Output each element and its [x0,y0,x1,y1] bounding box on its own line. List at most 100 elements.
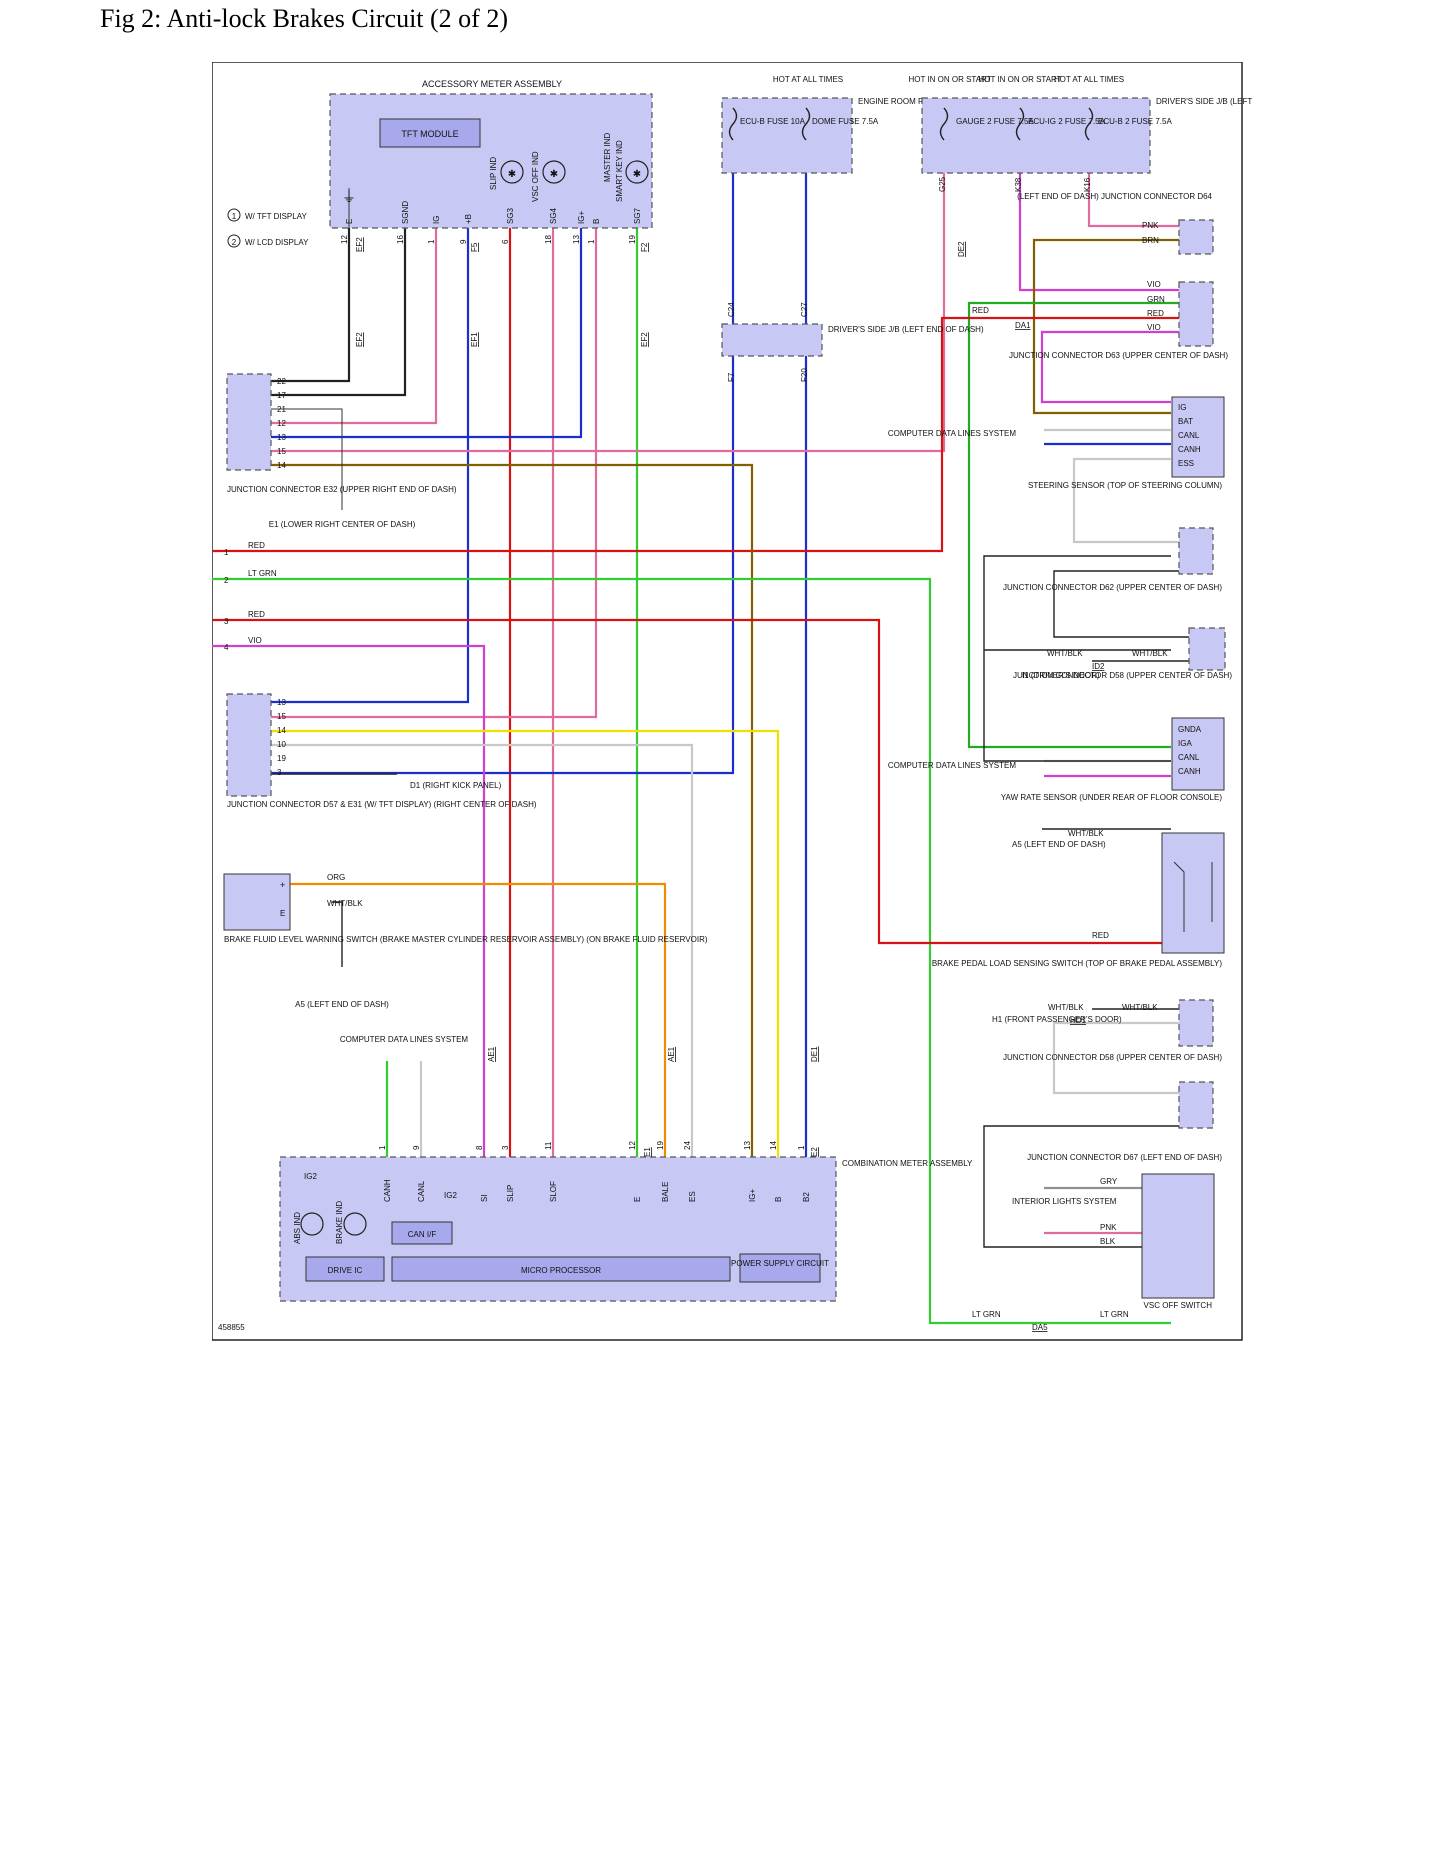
jc-d58: JUNCTION CONNECTOR D58 (UPPER CENTER OF … [1013,627,1232,680]
cm-pin-B2: B2 [802,1192,811,1202]
svg-text:STEERING SENSOR (TOP OF STEERI: STEERING SENSOR (TOP OF STEERING COLUMN) [1028,481,1222,490]
meter-pin-SG3: SG3 [506,207,515,224]
cm-connector-pin: 3 [501,1145,510,1150]
svg-text:F7: F7 [727,372,736,382]
svg-text:1: 1 [232,212,237,221]
svg-text:E1 (LOWER RIGHT CENTER OF DASH: E1 (LOWER RIGHT CENTER OF DASH) [269,520,416,529]
svg-text:HOT AT ALL TIMES: HOT AT ALL TIMES [1054,75,1124,84]
svg-text:A5 (LEFT END OF DASH): A5 (LEFT END OF DASH) [1012,840,1106,849]
svg-text:BRAKE FLUID LEVEL WARNING SWIT: BRAKE FLUID LEVEL WARNING SWITCH (BRAKE … [224,935,708,944]
legend-tft: W/ TFT DISPLAY [245,212,307,221]
e32-pin: 21 [277,405,286,414]
cm-connector-pin: 1 [378,1145,387,1150]
svg-text:BRAKE PEDAL LOAD SENSING SWITC: BRAKE PEDAL LOAD SENSING SWITCH (TOP OF … [932,959,1222,968]
wire-pnk-ecub2 [1087,173,1179,228]
meter-connector-pin: 6 [501,239,510,244]
svg-text:IG2: IG2 [444,1191,457,1200]
jc-d64: (LEFT END OF DASH) JUNCTION CONNECTOR D6… [1017,192,1214,255]
ecu-ig2-fuse: ECU-IG 2 FUSE 7.5A [1028,117,1106,126]
wire-brn-e32 [252,463,754,1157]
svg-text:WHT/BLK: WHT/BLK [1132,649,1168,658]
svg-text:BLK: BLK [1100,1237,1116,1246]
brake-pedal-switch: BRAKE PEDAL LOAD SENSING SWITCH (TOP OF … [932,829,1225,968]
wire-ltgrn-2 [212,577,1171,1325]
svg-text:BRAKE IND: BRAKE IND [335,1201,344,1244]
yaw-pin-IGA: IGA [1178,739,1192,748]
ecu-b2-fuse: ECU-B 2 FUSE 7.5A [1098,117,1172,126]
svg-text:DE1: DE1 [810,1046,819,1062]
svg-text:(LEFT END OF DASH) JUNCTION CO: (LEFT END OF DASH) JUNCTION CONNECTOR D6… [1017,192,1212,201]
svg-text:JUNCTION CONNECTOR D62 (UPPER: JUNCTION CONNECTOR D62 (UPPER CENTER OF … [1003,583,1222,592]
svg-text:VSC OFF SWITCH: VSC OFF SWITCH [1144,1301,1213,1310]
cm-pin-SI: SI [480,1194,489,1202]
meter-connector-pin: 13 [572,235,581,244]
svg-text:EF2: EF2 [355,237,364,252]
e32-pin: 12 [277,419,286,428]
svg-text:LT GRN: LT GRN [1100,1310,1129,1319]
svg-text:EF1: EF1 [470,332,479,347]
wire-wht-e32-drop [252,408,343,510]
cm-connector-pin: 12 [628,1141,637,1150]
cm-pin-BALE: BALE [661,1182,670,1202]
svg-text:1: 1 [224,548,229,557]
svg-text:GRN: GRN [1147,295,1165,304]
cm-pin-IG+: IG+ [748,1189,757,1202]
svg-text:EF2: EF2 [355,332,364,347]
slip-ind-lamp: ✱ [500,160,524,184]
cm-connector-pin: 13 [743,1141,752,1150]
wire-blk-e [252,228,351,383]
svg-text:F2: F2 [640,242,649,252]
wire-red-d63 [212,316,1179,553]
cm-connector-pin: 14 [769,1141,778,1150]
svg-text:G25: G25 [938,176,947,192]
d57-pin: 13 [277,698,286,707]
svg-text:JUNCTION CONNECTOR D57 & E31 (: JUNCTION CONNECTOR D57 & E31 (W/ TFT DIS… [227,800,537,809]
drivers-jb-label-2: DRIVER'S SIDE J/B (LEFT END OF DASH) [828,325,984,334]
meter-pin-B: B [592,219,601,224]
svg-text:COMPUTER DATA LINES SYSTEM: COMPUTER DATA LINES SYSTEM [340,1035,469,1044]
tft-module-label: TFT MODULE [401,129,458,139]
gauge2-fuse: GAUGE 2 FUSE 7.5A [956,117,1034,126]
svg-text:PNK: PNK [1100,1223,1117,1232]
meter-pin-SGND: SGND [401,201,410,224]
svg-text:JUNCTION CONNECTOR D63 (UPPER: JUNCTION CONNECTOR D63 (UPPER CENTER OF … [1009,351,1228,360]
svg-text:WHT/BLK: WHT/BLK [1122,1003,1158,1012]
cm-connector-pin: 19 [656,1141,665,1150]
ecu-b-fuse: ECU-B FUSE 10A [740,117,806,126]
wire-blu-b [252,228,470,704]
svg-text:JUNCTION CONNECTOR D58 (UPPER: JUNCTION CONNECTOR D58 (UPPER CENTER OF … [1013,671,1232,680]
cm-pin-SLOF: SLOF [549,1181,558,1202]
slip-ind-label: SLIP IND [489,157,498,190]
svg-text:4: 4 [224,643,229,652]
svg-text:F20: F20 [800,368,809,382]
cm-connector-pin: 11 [544,1141,553,1150]
meter-pin-+B: +B [464,214,473,224]
jc-d63: JUNCTION CONNECTOR D63 (UPPER CENTER OF … [972,280,1228,360]
wire-wht-steer [1072,457,1179,544]
wire-yel-14 [252,729,780,1157]
steering-pin-CANH: CANH [1178,445,1201,454]
svg-text:IG2: IG2 [304,1172,317,1181]
wire-wht-d58b [1052,1021,1179,1095]
wire-vio-4 [212,644,486,1157]
drivers-jb-label: DRIVER'S SIDE J/B (LEFT END OF DASH) [1156,97,1252,106]
svg-text:+: + [280,880,285,890]
svg-text:VIO: VIO [1147,280,1161,289]
wire-blu-igplus [252,228,583,439]
svg-text:DA5: DA5 [1032,1323,1048,1332]
svg-text:BRN: BRN [1142,236,1159,245]
svg-text:E2: E2 [810,1147,819,1157]
meter-connector-pin: 12 [340,235,349,244]
smart-key-ind-label: SMART KEY IND [615,140,624,202]
cm-connector-pin: 1 [797,1145,806,1150]
svg-text:EF2: EF2 [640,332,649,347]
meter-connector-pin: 18 [544,235,553,244]
steering-pin-CANL: CANL [1178,431,1200,440]
wire-pnk-ig [252,228,438,425]
yaw-pin-GNDA: GNDA [1178,725,1202,734]
jc-d67: JUNCTION CONNECTOR D67 (LEFT END OF DASH… [1027,1081,1222,1162]
svg-text:POWER SUPPLY CIRCUIT: POWER SUPPLY CIRCUIT [731,1259,829,1268]
